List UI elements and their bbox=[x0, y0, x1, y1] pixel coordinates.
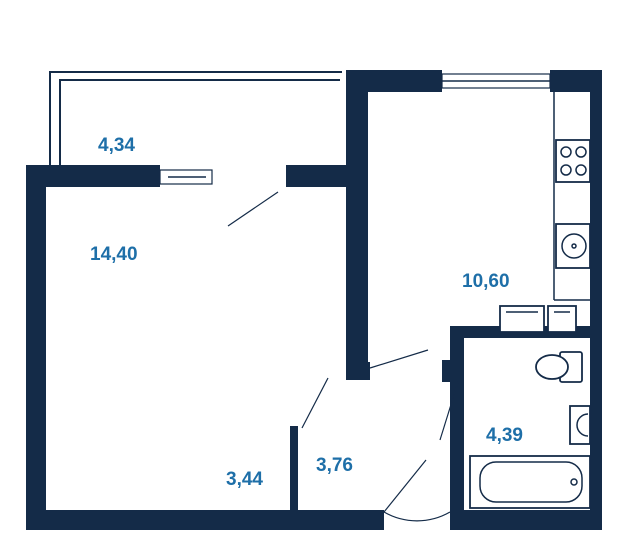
room-area-living: 14,40 bbox=[90, 244, 138, 265]
kitchen-counter bbox=[553, 92, 590, 301]
room-area-bathroom: 4,39 bbox=[486, 425, 523, 446]
door-kitchen bbox=[369, 349, 429, 369]
room-area-hall: 3,44 bbox=[226, 469, 263, 490]
door-entrance bbox=[383, 459, 451, 522]
washing-machine-icon bbox=[499, 305, 577, 333]
door-bathroom bbox=[439, 381, 459, 441]
door-living bbox=[301, 377, 329, 429]
room-area-corridor: 3,76 bbox=[316, 455, 353, 476]
balcony-rail bbox=[49, 71, 342, 172]
window-kitchen bbox=[441, 73, 551, 89]
bathroom-sink-icon bbox=[569, 405, 591, 445]
window-balcony-door bbox=[159, 169, 213, 185]
balcony-outline bbox=[59, 79, 340, 172]
room-area-balcony: 4,34 bbox=[98, 135, 135, 156]
stove-icon bbox=[555, 139, 591, 183]
room-area-kitchen: 10,60 bbox=[462, 271, 510, 292]
sink-icon bbox=[555, 223, 591, 269]
door-balcony bbox=[227, 191, 279, 227]
toilet-icon bbox=[535, 351, 583, 383]
bathtub-icon bbox=[469, 455, 591, 509]
